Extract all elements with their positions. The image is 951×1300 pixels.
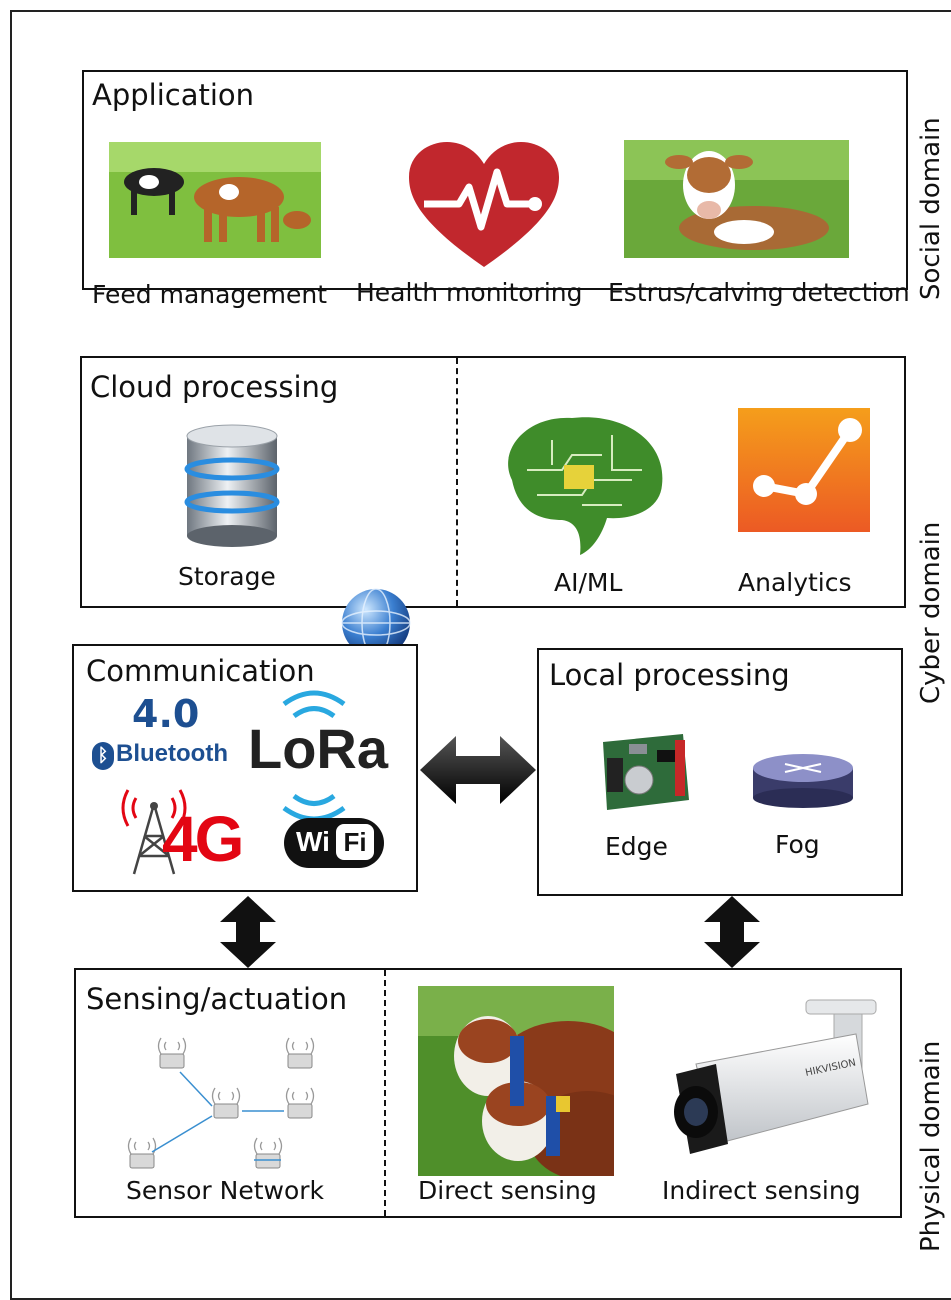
bluetooth-icon: ᛒ [92,742,114,770]
estrus-calving-label: Estrus/calving detection [608,278,910,307]
sensing-actuation-title: Sensing/actuation [86,982,348,1016]
wifi-text: Wi [296,826,330,857]
bluetooth-label: Bluetooth [116,740,228,767]
physical-domain-label: Physical domain [916,1040,946,1252]
cloud-processing-box: Cloud processing Storage AI/ML [80,356,906,608]
analytics-chart-icon [738,408,870,532]
sensor-network-diagram [116,1024,336,1174]
sensor-network-label: Sensor Network [126,1176,325,1205]
cloud-processing-title: Cloud processing [90,370,339,404]
brain-circuit-icon [492,410,672,558]
camera-icon: HIKVISION [656,994,886,1164]
indirect-sensing-label: Indirect sensing [662,1176,861,1205]
heart-icon [409,142,559,272]
local-processing-box: Local processing Edge Fog [537,648,903,896]
sensing-actuation-box: Sensing/actuation [74,968,902,1218]
health-monitoring-label: Health monitoring [356,278,583,307]
feed-management-label: Feed management [92,280,328,309]
sensing-divider [384,970,386,1216]
wifi-logo: Wi Fi [284,818,384,868]
estrus-calving-photo [624,140,849,258]
cloud-divider [456,358,458,606]
fog-router-icon [749,750,859,810]
storage-database-icon [182,424,282,548]
lora-label: LoRa [248,717,388,780]
application-title: Application [92,78,255,112]
edge-label: Edge [605,832,668,861]
fog-label: Fog [775,830,820,859]
bluetooth-version: 4.0 [132,692,200,736]
communication-title: Communication [86,654,315,688]
local-processing-title: Local processing [549,658,790,692]
analytics-label: Analytics [738,568,852,597]
communication-box: Communication 4.0 ᛒ Bluetooth LoRa 4G [72,644,418,892]
storage-label: Storage [178,562,276,591]
wifi-fi-box: Fi [336,824,374,860]
social-domain-label: Social domain [916,117,946,300]
cyber-domain-label: Cyber domain [916,521,946,704]
direct-sensing-label: Direct sensing [418,1176,597,1205]
bidirectional-arrow-left-vertical [218,894,278,970]
feed-management-photo [109,142,321,258]
bidirectional-arrow-horizontal [418,732,538,808]
direct-sensing-photo [418,986,614,1176]
bidirectional-arrow-right-vertical [702,894,762,970]
ai-ml-label: AI/ML [554,568,623,597]
application-box: Application [82,70,910,309]
cell-tower-icon [114,776,194,876]
4g-label: 4G [162,803,244,875]
edge-board-icon [597,730,693,814]
